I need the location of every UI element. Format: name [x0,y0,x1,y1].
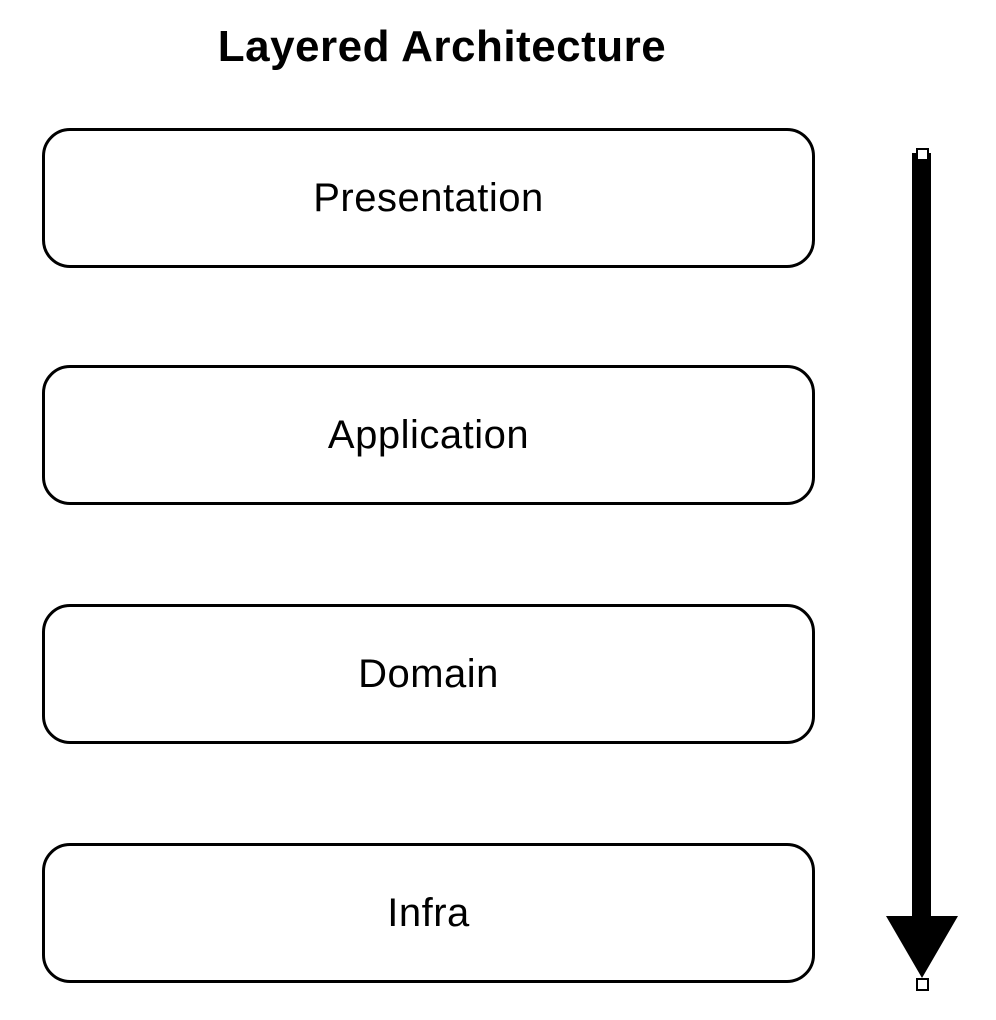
arrow-head-down-icon [886,916,958,978]
flow-arrow-down[interactable] [886,148,958,996]
layer-label-infra: Infra [387,890,470,935]
layer-label-presentation: Presentation [313,175,544,220]
layer-label-domain: Domain [358,651,499,696]
layer-box-application[interactable]: Application [42,365,815,505]
diagram-title: Layered Architecture [217,22,667,71]
arrow-bottom-drag-handle[interactable] [916,978,929,991]
layer-box-infra[interactable]: Infra [42,843,815,983]
arrow-top-drag-handle[interactable] [916,148,929,161]
layer-label-application: Application [327,412,530,457]
arrow-shaft [912,153,931,916]
layer-box-presentation[interactable]: Presentation [42,128,815,268]
layer-box-domain[interactable]: Domain [42,604,815,744]
